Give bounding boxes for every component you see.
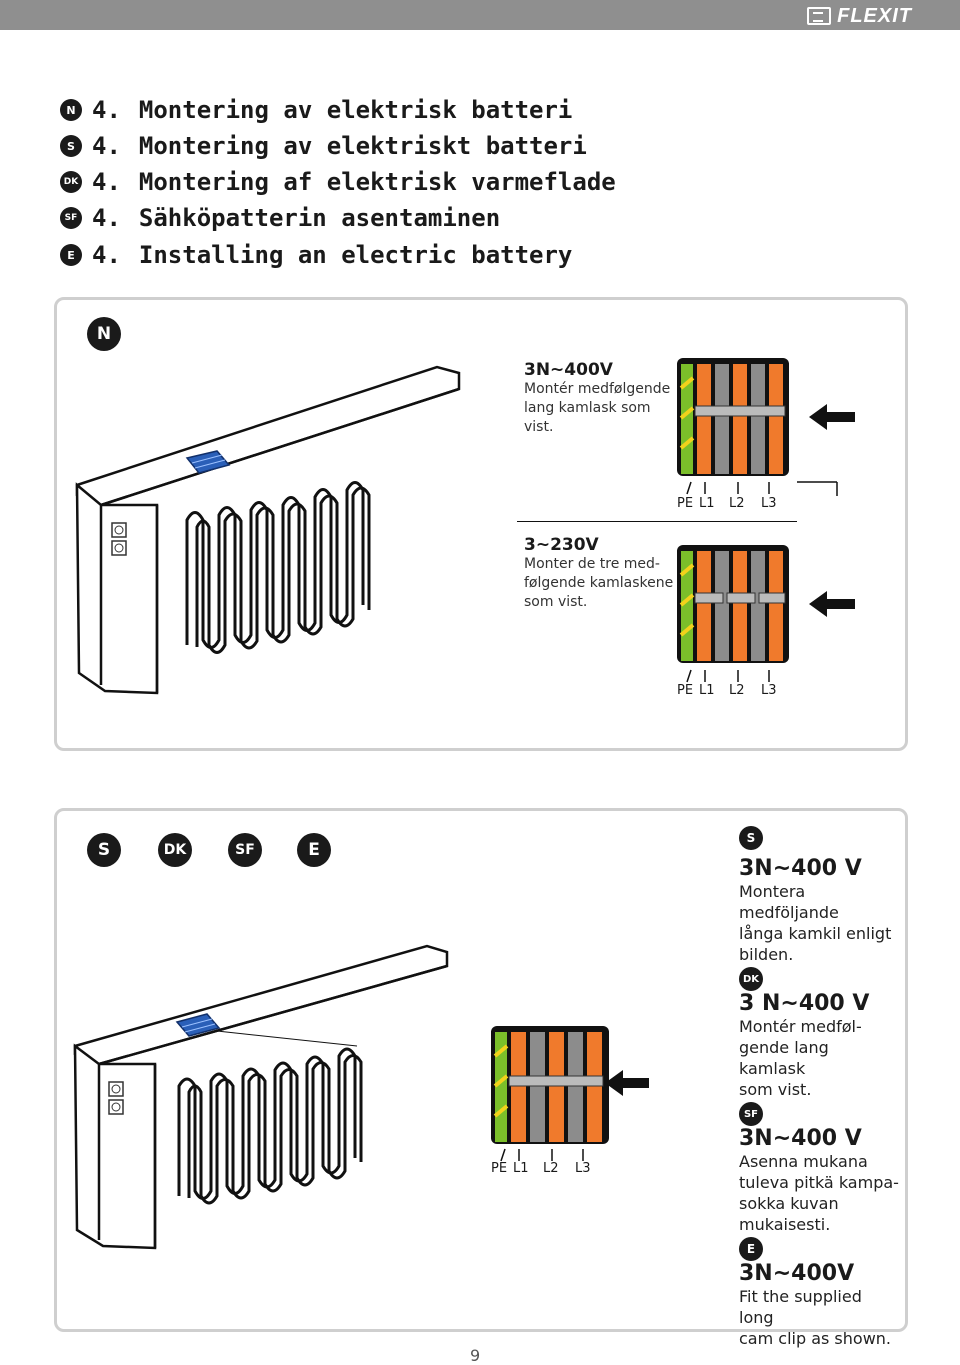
terminal-l1: L1 <box>699 683 715 698</box>
lang-badge-e: E <box>739 1237 763 1261</box>
instruction-line: Fit the supplied long <box>739 1287 862 1327</box>
panel-badge-s: S <box>87 833 121 867</box>
lang-badge-dk: DK <box>739 967 763 991</box>
section-number: 4. <box>92 204 121 232</box>
instruction-line: mukaisesti. <box>739 1215 831 1234</box>
terminal-pe: PE <box>491 1161 508 1176</box>
terminal-block-3n400 <box>677 358 855 476</box>
terminal-block-multi <box>491 1026 649 1144</box>
voltage-label: 3 N~400 V <box>739 991 870 1016</box>
section-title: Montering af elektrisk varmeflade <box>138 168 616 196</box>
lang-badge-n: N <box>60 99 82 121</box>
instruction-line: Montér medføl- <box>739 1017 862 1036</box>
terminal-l1: L1 <box>513 1161 529 1176</box>
heater-illustration-multi <box>73 944 449 1250</box>
instruction-line: Asenna mukana <box>739 1152 868 1171</box>
terminal-lines-multi <box>500 1148 584 1162</box>
instruction-line: som vist. <box>739 1080 812 1099</box>
instruction-line: Monter de tre med- <box>524 556 660 572</box>
header-bar: FLEXIT <box>0 0 960 30</box>
terminal-l2: L2 <box>543 1161 559 1176</box>
instruction-line: Montér medfølgende <box>524 381 671 397</box>
terminal-l1: L1 <box>699 496 715 511</box>
instruction-line: som vist. <box>524 594 588 610</box>
instructions-column: S 3N~400 V Montera medföljande långa kam… <box>739 826 899 1349</box>
title-row-n: N 4. Montering av elektrisk batteri <box>60 92 572 128</box>
panel-badge-e: E <box>297 833 331 867</box>
flexit-logo-icon <box>807 7 832 25</box>
instruction-3x230: 3~230V Monter de tre med- følgende kamla… <box>524 535 673 612</box>
panel-norwegian: N 3N~400V Montér medfølgende lang kamlas… <box>54 297 908 751</box>
lang-badge-s: S <box>60 135 82 157</box>
section-number: 4. <box>92 168 121 196</box>
terminal-l3: L3 <box>575 1161 591 1176</box>
section-number: 4. <box>92 132 121 160</box>
title-row-sf: SF 4. Sähköpatterin asentaminen <box>60 200 500 236</box>
lang-badge-dk: DK <box>60 171 82 193</box>
section-divider <box>517 521 797 522</box>
terminal-lines-1 <box>686 481 838 496</box>
instruction-3n400: 3N~400V Montér medfølgende lang kamlask … <box>524 360 670 437</box>
panel-multilingual: S DK SF E <box>54 808 908 1348</box>
flexit-logo: FLEXIT <box>807 4 912 27</box>
title-row-s: S 4. Montering av elektriskt batteri <box>60 128 587 164</box>
instruction-line: långa kamkil enligt <box>739 924 892 943</box>
instruction-line: Montera medföljande <box>739 882 839 922</box>
instruction-line: lang kamlask som <box>524 400 651 416</box>
instruction-line: vist. <box>524 419 554 435</box>
instruction-line: bilden. <box>739 945 794 964</box>
voltage-label: 3N~400V <box>739 1261 855 1286</box>
section-number: 4. <box>92 241 121 269</box>
title-row-e: E 4. Installing an electric battery <box>60 237 572 273</box>
title-row-dk: DK 4. Montering af elektrisk varmeflade <box>60 164 616 200</box>
lang-badge-s: S <box>739 826 763 850</box>
instruction-line: sokka kuvan <box>739 1194 839 1213</box>
terminal-lines-2 <box>686 669 770 683</box>
terminal-pe: PE <box>677 683 694 698</box>
page-number: 9 <box>470 1346 481 1365</box>
section-number: 4. <box>92 96 121 124</box>
logo-text: FLEXIT <box>837 4 912 27</box>
terminal-l2: L2 <box>729 683 745 698</box>
panel-badge-dk: DK <box>158 833 192 867</box>
instruction-line: følgende kamlaskene <box>524 575 674 591</box>
section-title: Installing an electric battery <box>138 241 573 269</box>
instruction-line: gende lang kamlask <box>739 1038 829 1078</box>
voltage-label: 3N~400V <box>524 360 613 380</box>
section-title: Montering av elektriskt batteri <box>138 132 587 160</box>
terminal-l3: L3 <box>761 683 777 698</box>
section-title: Montering av elektrisk batteri <box>138 96 573 124</box>
heater-illustration-n <box>75 365 461 695</box>
terminal-pe: PE <box>677 496 694 511</box>
panel-badge-n: N <box>87 317 121 351</box>
lang-badge-sf: SF <box>739 1102 763 1126</box>
instruction-line: cam clip as shown. <box>739 1329 892 1348</box>
section-title: Sähköpatterin asentaminen <box>138 204 501 232</box>
voltage-label: 3N~400 V <box>739 1126 862 1151</box>
terminal-l3: L3 <box>761 496 777 511</box>
voltage-label: 3N~400 V <box>739 856 862 881</box>
instruction-line: tuleva pitkä kampa- <box>739 1173 899 1192</box>
voltage-label: 3~230V <box>524 535 599 555</box>
terminal-l2: L2 <box>729 496 745 511</box>
lang-badge-e: E <box>60 244 82 266</box>
panel-badge-sf: SF <box>228 833 262 867</box>
lang-badge-sf: SF <box>60 207 82 229</box>
terminal-block-3x230 <box>677 545 855 663</box>
